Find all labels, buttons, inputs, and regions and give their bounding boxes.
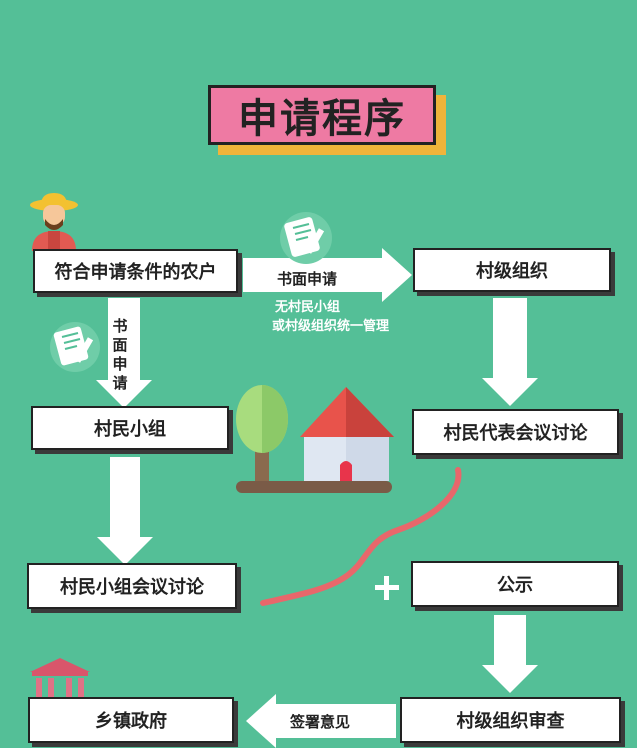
connector-curve <box>260 467 462 606</box>
arrow-down-1 <box>493 298 527 380</box>
node-village-org: 村级组织 <box>413 248 611 292</box>
arrow-head-down-written <box>96 380 152 408</box>
arrow-head-down-3 <box>482 665 538 693</box>
farmer-icon <box>30 193 78 251</box>
house-icon <box>300 387 394 481</box>
arrow-head-right <box>382 248 412 302</box>
arrow-down-3 <box>494 615 526 667</box>
node-villager-group: 村民小组 <box>31 406 229 450</box>
tree-icon <box>236 385 288 483</box>
label-written-vertical: 书 面 申 请 <box>112 317 128 392</box>
note-line1: 无村民小组 <box>275 300 341 315</box>
node-rep-meeting: 村民代表会议讨论 <box>412 409 619 455</box>
label-sign-opinion: 签署意见 <box>290 713 351 731</box>
document-pen-icon <box>280 212 332 264</box>
node-village-review: 村级组织审查 <box>400 697 621 743</box>
arrow-written-application <box>243 258 383 292</box>
node-township: 乡镇政府 <box>28 697 234 743</box>
plus-icon <box>375 576 399 600</box>
arrow-head-down-1 <box>482 378 538 406</box>
node-publicity: 公示 <box>411 561 619 607</box>
node-farmer: 符合申请条件的农户 <box>33 249 238 293</box>
node-group-meeting: 村民小组会议讨论 <box>27 563 237 609</box>
arrow-down-2 <box>110 457 140 539</box>
page-title: 申请程序 <box>208 85 436 145</box>
arrow-down-written <box>108 298 140 382</box>
document-pen-icon-2 <box>50 322 100 372</box>
tree-house-illustration <box>236 385 394 493</box>
note-line2: 或村级组织统一管理 <box>272 319 390 334</box>
label-written-application: 书面申请 <box>277 270 338 288</box>
arrow-head-left <box>246 694 276 748</box>
arrow-head-down-2 <box>97 537 153 565</box>
